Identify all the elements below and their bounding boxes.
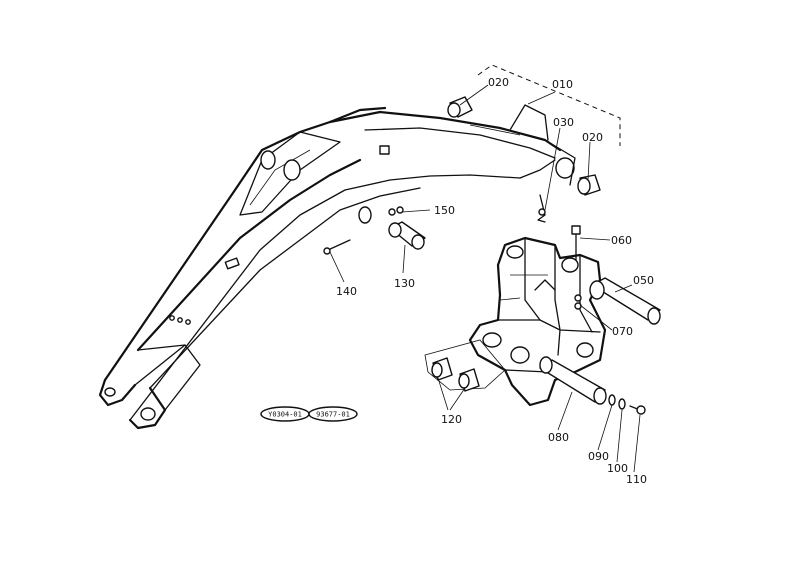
boom-arm xyxy=(98,104,576,430)
stamp-text: Y0304-01 xyxy=(268,411,302,419)
boom-eye xyxy=(104,387,116,397)
callout-150: 150 xyxy=(434,204,455,217)
callout-080: 080 xyxy=(548,431,569,444)
callout-labels: 020 010 030 020 150 140 130 060 050 070 … xyxy=(336,76,654,486)
bolt-140 xyxy=(323,239,351,255)
callout-120: 120 xyxy=(441,413,462,426)
stamp-text: 93677-01 xyxy=(316,411,350,419)
boom-rivet xyxy=(169,315,175,321)
reference-stamps: Y0304-01 93677-01 xyxy=(260,406,358,422)
callout-020-upper: 020 xyxy=(488,76,509,89)
pin-080 xyxy=(539,356,607,405)
swing-bracket xyxy=(468,236,607,407)
callout-010: 010 xyxy=(552,78,573,91)
bushing-120-left xyxy=(431,357,453,381)
callout-020-right: 020 xyxy=(582,131,603,144)
boom-eye xyxy=(140,407,156,421)
bushing-plate-120 xyxy=(424,339,506,391)
bracket-eye xyxy=(561,257,579,273)
boom-rivet xyxy=(177,317,183,323)
leader-lines xyxy=(329,84,641,473)
callout-030: 030 xyxy=(553,116,574,129)
callout-060: 060 xyxy=(611,234,632,247)
washer-090 xyxy=(608,394,616,406)
bolt-060 xyxy=(571,225,581,261)
stamp-oval xyxy=(308,406,358,422)
callout-110: 110 xyxy=(626,473,647,486)
bushing-120-right xyxy=(458,368,480,392)
callout-100: 100 xyxy=(607,462,628,475)
bushing-020-upper xyxy=(447,96,473,118)
bolt-150 xyxy=(388,206,404,216)
boom-boss xyxy=(358,206,372,224)
pin-130 xyxy=(388,221,426,250)
bracket-eye xyxy=(506,245,524,259)
bracket-eye xyxy=(482,332,502,348)
grease-fitting-070 xyxy=(574,294,582,302)
pin-050 xyxy=(589,277,661,325)
boom-end-hub xyxy=(555,157,575,179)
boom-boss xyxy=(283,159,301,181)
bracket-eye xyxy=(510,346,530,364)
callout-090: 090 xyxy=(588,450,609,463)
callout-140: 140 xyxy=(336,285,357,298)
callout-050: 050 xyxy=(633,274,654,287)
boom-rivet xyxy=(185,319,191,325)
callout-070: 070 xyxy=(612,325,633,338)
grease-fitting-030 xyxy=(537,194,546,223)
grease-fitting-070 xyxy=(574,302,582,310)
bolt-110 xyxy=(629,405,646,415)
boom-plate xyxy=(379,145,390,155)
boom-boss xyxy=(260,150,276,170)
callout-130: 130 xyxy=(394,277,415,290)
boom-tag xyxy=(224,257,240,270)
washer-100 xyxy=(618,398,626,410)
bushing-020-right xyxy=(577,174,601,196)
bracket-eye xyxy=(576,342,594,358)
